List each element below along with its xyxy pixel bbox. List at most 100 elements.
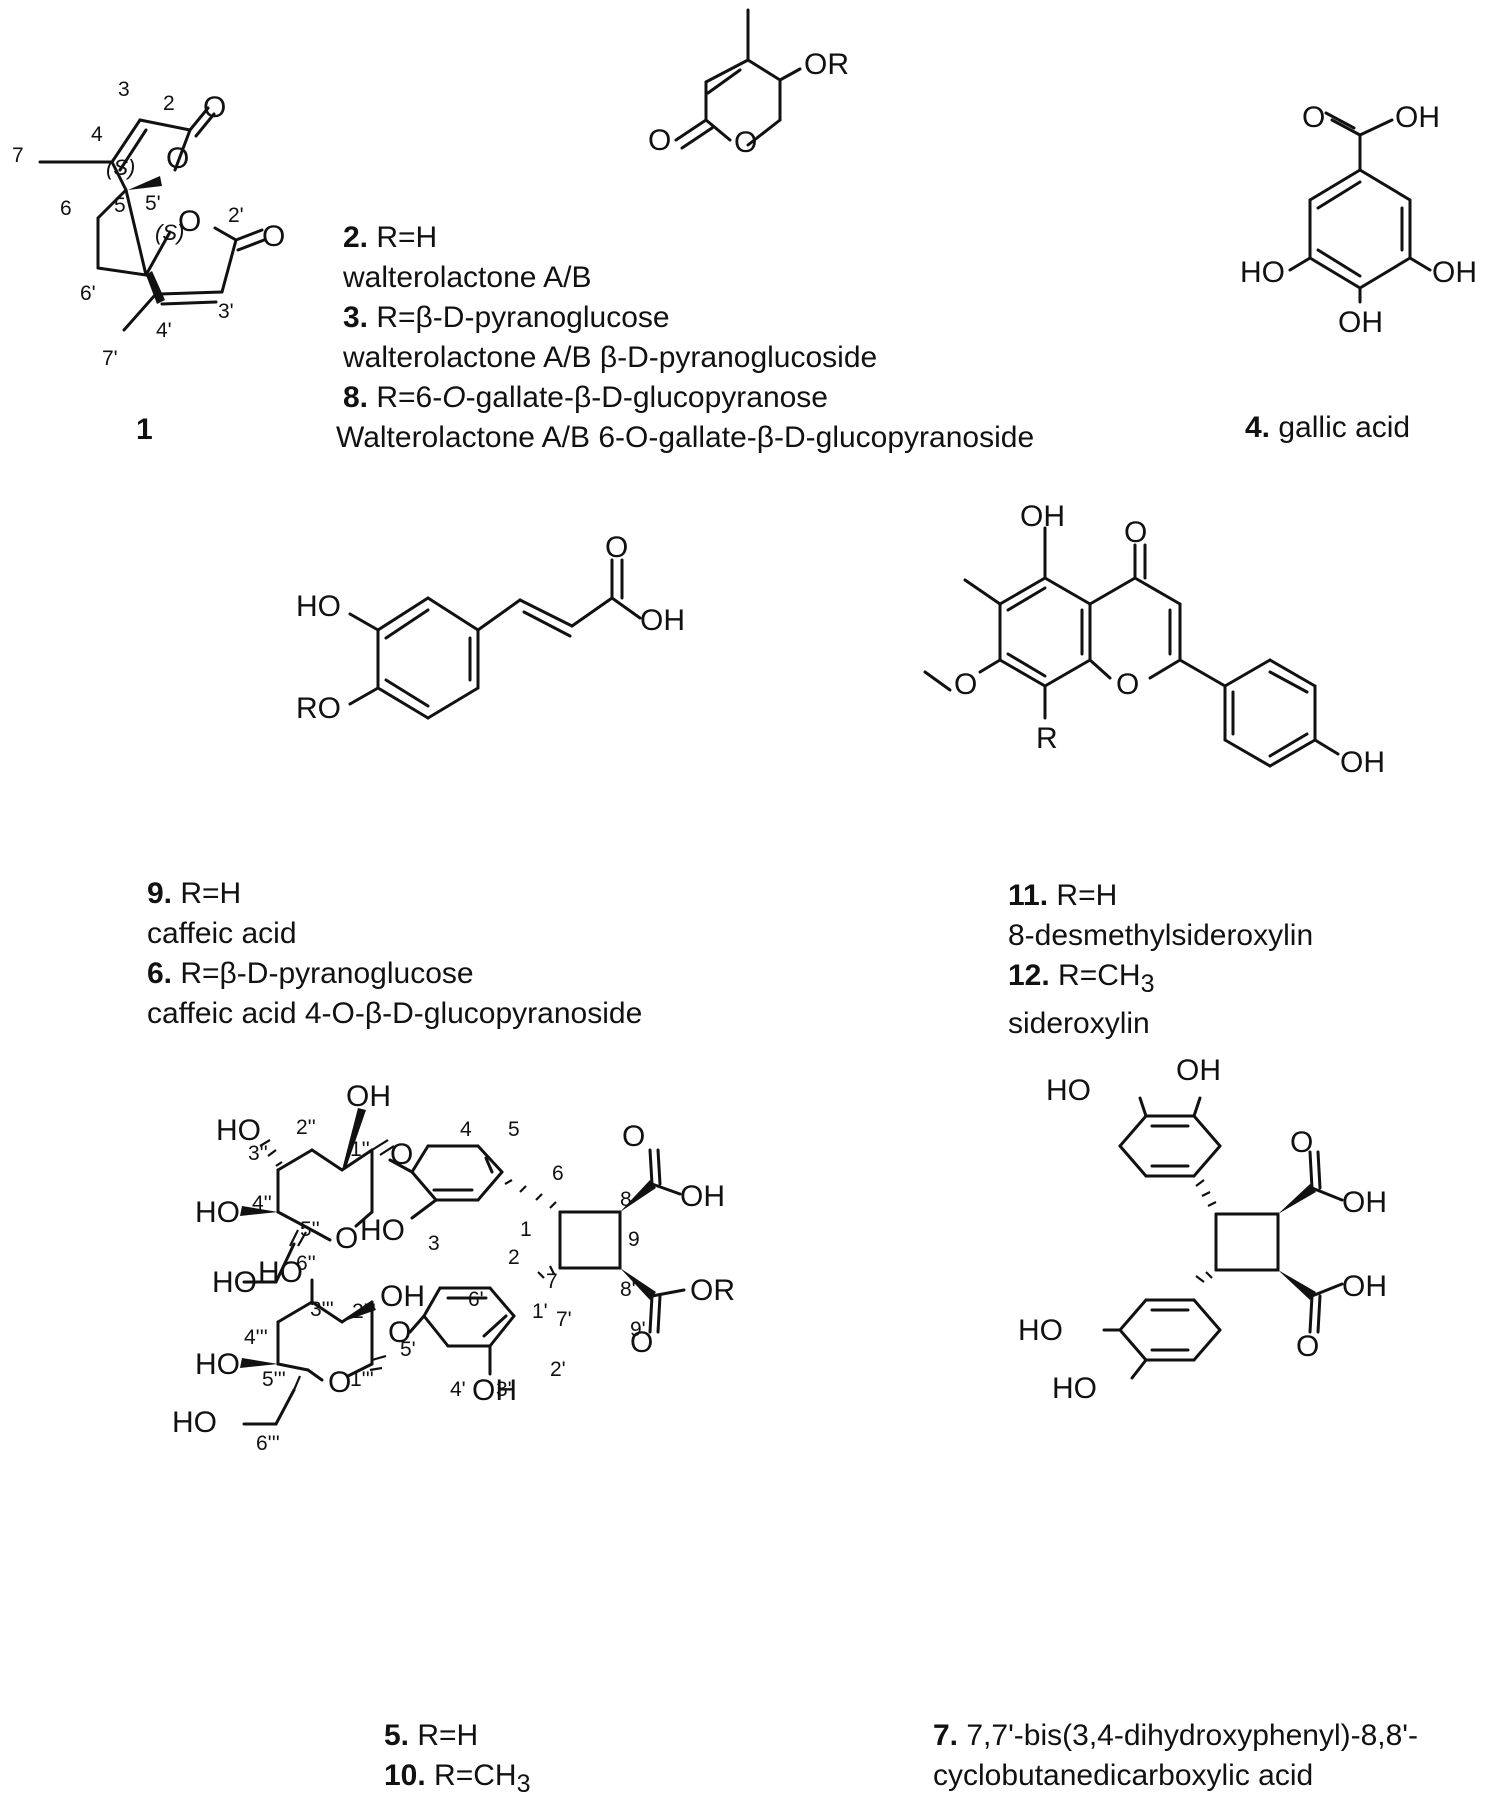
compound-number-9: 9.	[147, 877, 173, 910]
atom-o-ring-pp: O	[335, 1222, 358, 1255]
atom-ho-3-aryl: HO	[360, 1214, 405, 1247]
atom-ho-6pp: HO	[212, 1266, 257, 1299]
caption-compounds-2-3-8: 2. R=H walterolactone A/B 3. R=β-D-pyran…	[336, 218, 1034, 458]
locant-8p: 8'	[620, 1278, 636, 1301]
atom-ho-3ppp: HO	[258, 1256, 303, 1289]
atom-o-glycosidic-2: O	[388, 1316, 411, 1349]
locant-4: 4	[91, 123, 103, 146]
compound-name-12: sideroxylin	[1008, 1007, 1150, 1040]
locant-9p: 9'	[630, 1318, 646, 1341]
atom-oh-5: OH	[1020, 500, 1065, 533]
compound-name-7-part1: 7,7'-bis(3,4-dihydroxyphenyl)-8,8'-	[958, 1719, 1419, 1752]
r-group-2: R=H	[368, 221, 438, 254]
atom-ro: RO	[296, 692, 341, 725]
r-group-11: R=H	[1048, 879, 1118, 912]
compound-number-7: 7.	[933, 1719, 959, 1752]
caption-compound-7: 7. 7,7'-bis(3,4-dihydroxyphenyl)-8,8'- c…	[933, 1716, 1418, 1796]
compound-number-6: 6.	[147, 957, 173, 990]
stereo-label-s-5p: (S)	[155, 220, 184, 245]
atom-oh-acid: OH	[640, 604, 685, 637]
atom-o-carbonyl: O	[605, 531, 628, 564]
caption-compound-1: 1	[136, 410, 153, 450]
locant-4: 4	[460, 1118, 472, 1141]
compound-number-12: 12.	[1008, 959, 1050, 992]
atom-o-carbonyl-9p: O	[630, 1326, 653, 1359]
compound-number-10: 10.	[384, 1759, 426, 1792]
atom-oh-2pp: OH	[346, 1080, 391, 1113]
atom-oh-acid-bottom: OH	[1342, 1270, 1387, 1303]
locant-3p: 3'	[496, 1378, 512, 1401]
caption-compound-4: 4. gallic acid	[1245, 408, 1410, 448]
r-group-8-prefix: R=6-	[368, 381, 443, 414]
locant-2: 2	[163, 92, 175, 115]
atom-o-glycosidic-1: O	[390, 1138, 413, 1171]
atom-or: OR	[804, 48, 849, 81]
locant-6pp: 6''	[296, 1252, 316, 1275]
caption-line-3: 3. R=β-D-pyranoglucose	[343, 298, 1034, 338]
locant-3: 3	[428, 1232, 440, 1255]
atom-o-ring-1: O	[166, 142, 189, 175]
locant-5p: 5'	[145, 192, 161, 215]
caption-line-5: 5. R=H	[384, 1716, 530, 1756]
locant-7p: 7'	[556, 1308, 572, 1331]
structure-compound-5: OH HO O HO O HO HO O OH OR O HO OH HO O …	[172, 1080, 735, 1455]
compound-name-6: caffeic acid 4-O-β-D-glucopyranoside	[147, 997, 643, 1030]
atom-o-ring: O	[1116, 668, 1139, 701]
structure-flavone: OH O O O R OH	[923, 500, 1385, 779]
compound-number-11: 11.	[1008, 879, 1049, 912]
atom-ho-4ppp: HO	[195, 1348, 240, 1381]
atom-oh-4p: OH	[1340, 746, 1385, 779]
compound-name-2: walterolactone A/B	[343, 261, 592, 294]
atom-o-ring-1p: O	[178, 205, 201, 238]
atom-o-methoxy: O	[954, 668, 977, 701]
atom-o-carbonyl: O	[648, 124, 671, 157]
locant-4pp: 4''	[252, 1192, 272, 1215]
locant-1pp: 1''	[350, 1138, 370, 1161]
r-group-10: R=CH	[425, 1759, 517, 1792]
atom-or-9p: OR	[690, 1274, 735, 1307]
locant-4p: 4'	[156, 319, 172, 342]
locant-6p: 6'	[80, 282, 96, 305]
locant-2pp: 2''	[296, 1116, 316, 1139]
compound-number-8: 8.	[343, 381, 369, 414]
atom-ho-top: HO	[1046, 1074, 1091, 1107]
locant-1p: 1'	[532, 1300, 548, 1323]
locant-7: 7	[12, 144, 24, 167]
atom-ho: HO	[296, 590, 341, 623]
atom-o-4: O	[1124, 516, 1147, 549]
compound-number-3: 3.	[343, 301, 369, 334]
r-group-12-subscript: 3	[1140, 970, 1155, 998]
locant-3pp: 3''	[248, 1142, 268, 1165]
atom-oh-9: OH	[680, 1180, 725, 1213]
atom-o-carbonyl: O	[1302, 101, 1325, 134]
structure-compound-1: O O O O 3 2 4 7 (S) 6 5 5' (S) 2' 6' 4' …	[12, 78, 285, 370]
locant-3: 3	[118, 78, 130, 101]
atom-oh-bottom: OH	[1338, 306, 1383, 339]
locant-6: 6	[60, 197, 72, 220]
atom-o-carbonyl-2: O	[203, 91, 226, 124]
atom-oh-acid: OH	[1395, 101, 1440, 134]
compound-name-7-part2: cyclobutanedicarboxylic acid	[933, 1759, 1314, 1792]
atom-oh-right: OH	[1432, 256, 1477, 289]
atom-oh-3p-aryl: OH	[472, 1374, 517, 1407]
caption-compounds-5-10: 5. R=H 10. R=CH3	[384, 1716, 530, 1804]
compound-number-4: 4.	[1245, 411, 1271, 444]
atom-oh-top: OH	[1176, 1054, 1221, 1087]
locant-6: 6	[552, 1162, 564, 1185]
locant-1: 1	[520, 1218, 532, 1241]
atom-oh-acid-top: OH	[1342, 1186, 1387, 1219]
atom-ho-bottom-2: HO	[1052, 1372, 1097, 1405]
locant-4ppp: 4'''	[244, 1326, 268, 1349]
r-group-8-suffix: -gallate-β-D-glucopyranose	[465, 381, 828, 414]
locant-6p: 6'	[468, 1288, 484, 1311]
locant-2p: 2'	[228, 204, 244, 227]
atom-ho-3pp: HO	[216, 1114, 261, 1147]
caption-line-7: 7. 7,7'-bis(3,4-dihydroxyphenyl)-8,8'-	[933, 1716, 1418, 1756]
caption-line-2: 2. R=H	[343, 218, 1034, 258]
caption-compounds-11-12: 11. R=H 8-desmethylsideroxylin 12. R=CH3…	[1008, 876, 1313, 1044]
caption-line-9: 9. R=H	[147, 874, 642, 914]
atom-oh-2ppp: OH	[380, 1280, 425, 1313]
atom-o-carbonyl-2p: O	[262, 220, 285, 253]
compound-name-9: caffeic acid	[147, 917, 297, 950]
